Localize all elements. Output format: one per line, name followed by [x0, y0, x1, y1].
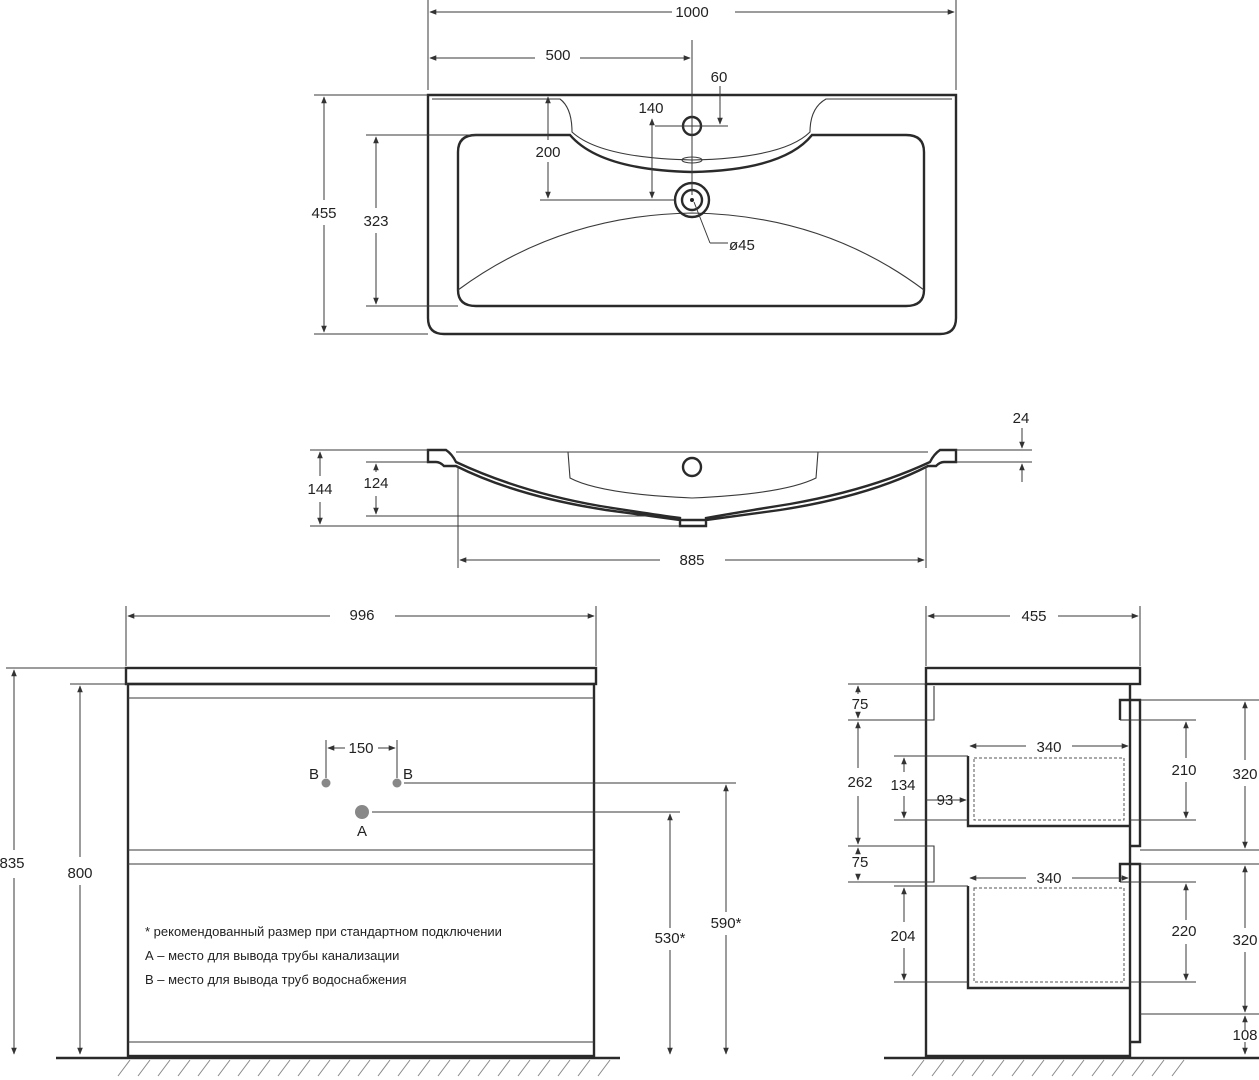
dim-bowl-width: 885	[679, 552, 704, 569]
section-view: 455 75 262 134 93 75 204 340 340	[847, 606, 1259, 1077]
dim-lower-drawer-h: 220	[1171, 923, 1196, 940]
dim-height-outer: 144	[307, 481, 332, 498]
note-a: А – место для вывода трубы канализации	[145, 948, 399, 963]
dim-pipe-spacing: 150	[348, 740, 373, 757]
note-star: * рекомендованный размер при стандартном…	[145, 924, 502, 939]
dim-total-depth: 455	[311, 205, 336, 222]
dim-drain-height: 530*	[655, 930, 686, 947]
dim-front-to-drain: 200	[535, 144, 560, 161]
label-b-right: В	[403, 766, 413, 783]
drain-center	[690, 198, 694, 202]
section-floor-hatch	[911, 1059, 1185, 1077]
dim-basin-depth: 323	[363, 213, 388, 230]
upper-drawer-box	[966, 756, 1130, 828]
drain-point	[355, 805, 369, 819]
dim-cabinet-height: 800	[67, 865, 92, 882]
dim-section-depth: 455	[1021, 608, 1046, 625]
dim-upper-front: 262	[847, 774, 872, 791]
dim-drawer-depth-bottom: 340	[1036, 870, 1061, 887]
label-a: А	[357, 823, 367, 840]
dim-drawer-depth-top: 340	[1036, 739, 1061, 756]
dim-width: 1000	[675, 4, 708, 21]
side-bowl-top	[567, 451, 819, 499]
dim-supply-height: 590*	[711, 915, 742, 932]
front-countertop	[124, 666, 598, 686]
top-outline	[426, 93, 958, 336]
dim-upper-inner: 134	[890, 777, 915, 794]
basin-curve	[457, 212, 925, 291]
side-outline	[426, 448, 958, 528]
front-view: В В А 996 150 835 800 590* 530*	[0, 606, 742, 1077]
note-b: В – место для вывода труб водоснабжения	[145, 972, 407, 987]
dim-tap-to-drain: 140	[638, 100, 663, 117]
dim-half-width: 500	[545, 47, 570, 64]
dim-front-width: 996	[349, 607, 374, 624]
dim-top-rail: 75	[852, 696, 869, 713]
front-cabinet	[126, 682, 596, 1058]
basin-bowl	[456, 133, 926, 308]
dim-lower-front-h: 320	[1232, 932, 1257, 949]
side-tap-hole	[681, 456, 703, 478]
dim-tap-offset: 60	[711, 69, 728, 86]
dim-upper-front-h: 320	[1232, 766, 1257, 783]
section-body	[924, 684, 1132, 1058]
side-view: 24 144 124 885	[307, 410, 1032, 569]
dim-mid-rail: 75	[852, 854, 869, 871]
dim-drain-diameter: ø45	[729, 237, 755, 254]
dim-total-height: 835	[0, 855, 25, 872]
dim-upper-drawer-h: 210	[1171, 762, 1196, 779]
dim-leg-h: 108	[1232, 1027, 1257, 1044]
section-countertop	[924, 666, 1142, 686]
top-view: 1000 500 60 140 200 323 455 ø45	[311, 0, 958, 336]
front-floor-hatch	[117, 1059, 611, 1077]
supply-point-right	[392, 778, 402, 788]
lower-drawer-box	[966, 886, 1130, 990]
dim-offset: 93	[937, 792, 954, 809]
dim-rim: 24	[1013, 410, 1030, 427]
label-b-left: В	[309, 766, 319, 783]
supply-point-left	[321, 778, 331, 788]
dim-lower-inner: 204	[890, 928, 915, 945]
dim-height-inner: 124	[363, 475, 388, 492]
